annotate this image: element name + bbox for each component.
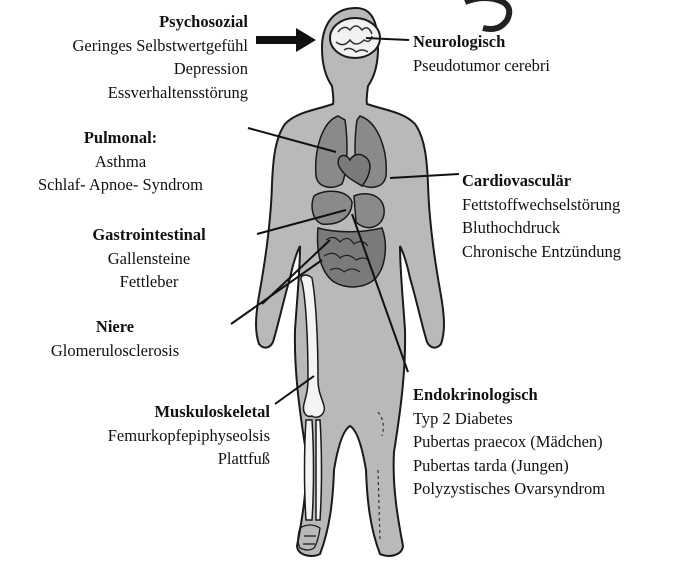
heading-neurologisch: Neurologisch — [413, 30, 550, 54]
item-plattfuss: Plattfuß — [30, 447, 270, 471]
group-cardiovasculaer: Cardiovasculär Fettstoffwechselstörung B… — [462, 169, 621, 263]
group-niere: Niere Glomerulosclerosis — [2, 315, 228, 362]
heading-pulmonal: Pulmonal: — [2, 126, 239, 150]
group-psychosozial: Psychosozial Geringes Selbstwertgefühl D… — [2, 10, 248, 104]
group-neurologisch: Neurologisch Pseudotumor cerebri — [413, 30, 550, 77]
item-asthma: Asthma — [2, 150, 239, 174]
item-diabetes: Typ 2 Diabetes — [413, 407, 605, 431]
item-selbstwert: Geringes Selbstwertgefühl — [2, 34, 248, 58]
item-glomerulosclerosis: Glomerulosclerosis — [2, 339, 228, 363]
item-depression: Depression — [2, 57, 248, 81]
item-gallensteine: Gallensteine — [40, 247, 258, 271]
heading-cardiovasculaer: Cardiovasculär — [462, 169, 621, 193]
group-pulmonal: Pulmonal: Asthma Schlaf- Apnoe- Syndrom — [2, 126, 239, 197]
heading-psychosozial: Psychosozial — [2, 10, 248, 34]
item-bluthochdruck: Bluthochdruck — [462, 216, 621, 240]
heading-endokrinologisch: Endokrinologisch — [413, 383, 605, 407]
item-schlafapnoe: Schlaf- Apnoe- Syndrom — [2, 173, 239, 197]
group-endokrinologisch: Endokrinologisch Typ 2 Diabetes Pubertas… — [413, 383, 605, 501]
item-pseudotumor: Pseudotumor cerebri — [413, 54, 550, 78]
item-essverhalten: Essverhaltensstörung — [2, 81, 248, 105]
item-tarda: Pubertas tarda (Jungen) — [413, 454, 605, 478]
heading-muskuloskeletal: Muskuloskeletal — [30, 400, 270, 424]
item-fettleber: Fettleber — [40, 270, 258, 294]
title-fragment — [465, 0, 509, 29]
heading-niere: Niere — [2, 315, 228, 339]
group-gastrointestinal: Gastrointestinal Gallensteine Fettleber — [40, 223, 258, 294]
item-ovarsyndrom: Polyzystisches Ovarsyndrom — [413, 477, 605, 501]
heading-gastrointestinal: Gastrointestinal — [40, 223, 258, 247]
item-femurkopf: Femurkopfepiphyseolsis — [30, 424, 270, 448]
item-fettstoffwechsel: Fettstoffwechselstörung — [462, 193, 621, 217]
psychosozial-arrow-icon — [256, 28, 316, 52]
group-muskuloskeletal: Muskuloskeletal Femurkopfepiphyseolsis P… — [30, 400, 270, 471]
item-praecox: Pubertas praecox (Mädchen) — [413, 430, 605, 454]
item-entzuendung: Chronische Entzündung — [462, 240, 621, 264]
